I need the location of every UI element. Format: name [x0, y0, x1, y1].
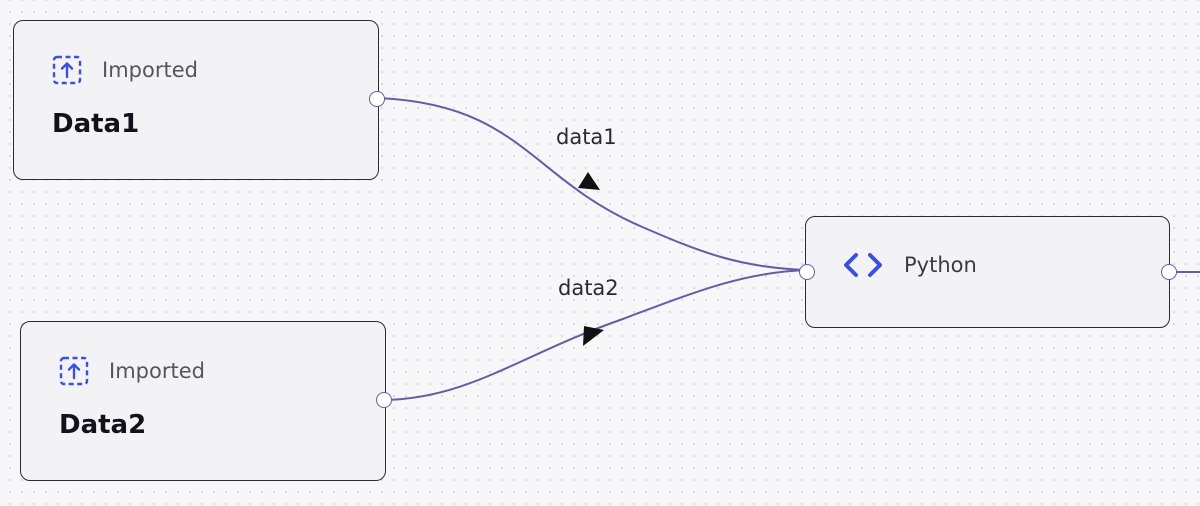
upload-box-icon	[59, 356, 89, 386]
node-data1[interactable]: Imported Data1	[13, 20, 379, 180]
code-brackets-icon	[842, 250, 884, 280]
edge-label-data1: data1	[556, 125, 617, 149]
output-port-data1[interactable]	[369, 91, 385, 107]
node-title: Data1	[52, 109, 140, 139]
output-port-data2[interactable]	[376, 392, 392, 408]
edge-arrow-data2	[583, 326, 604, 346]
node-data2[interactable]: Imported Data2	[20, 321, 386, 481]
edge-label-data2: data2	[558, 276, 619, 300]
input-port-python[interactable]	[799, 264, 815, 280]
node-header: Imported	[59, 356, 205, 386]
node-header: Imported	[52, 55, 198, 85]
node-type-label: Imported	[102, 58, 198, 82]
edge-data1-to-python[interactable]	[377, 97, 809, 271]
upload-box-icon	[52, 55, 82, 85]
node-type-label: Python	[904, 253, 977, 277]
edge-arrow-data1	[578, 172, 600, 190]
node-python[interactable]: Python	[805, 216, 1170, 328]
node-title: Data2	[59, 410, 147, 440]
node-header: Python	[842, 250, 977, 280]
edge-data2-to-python[interactable]	[384, 269, 809, 401]
node-type-label: Imported	[109, 359, 205, 383]
output-port-python[interactable]	[1161, 264, 1177, 280]
